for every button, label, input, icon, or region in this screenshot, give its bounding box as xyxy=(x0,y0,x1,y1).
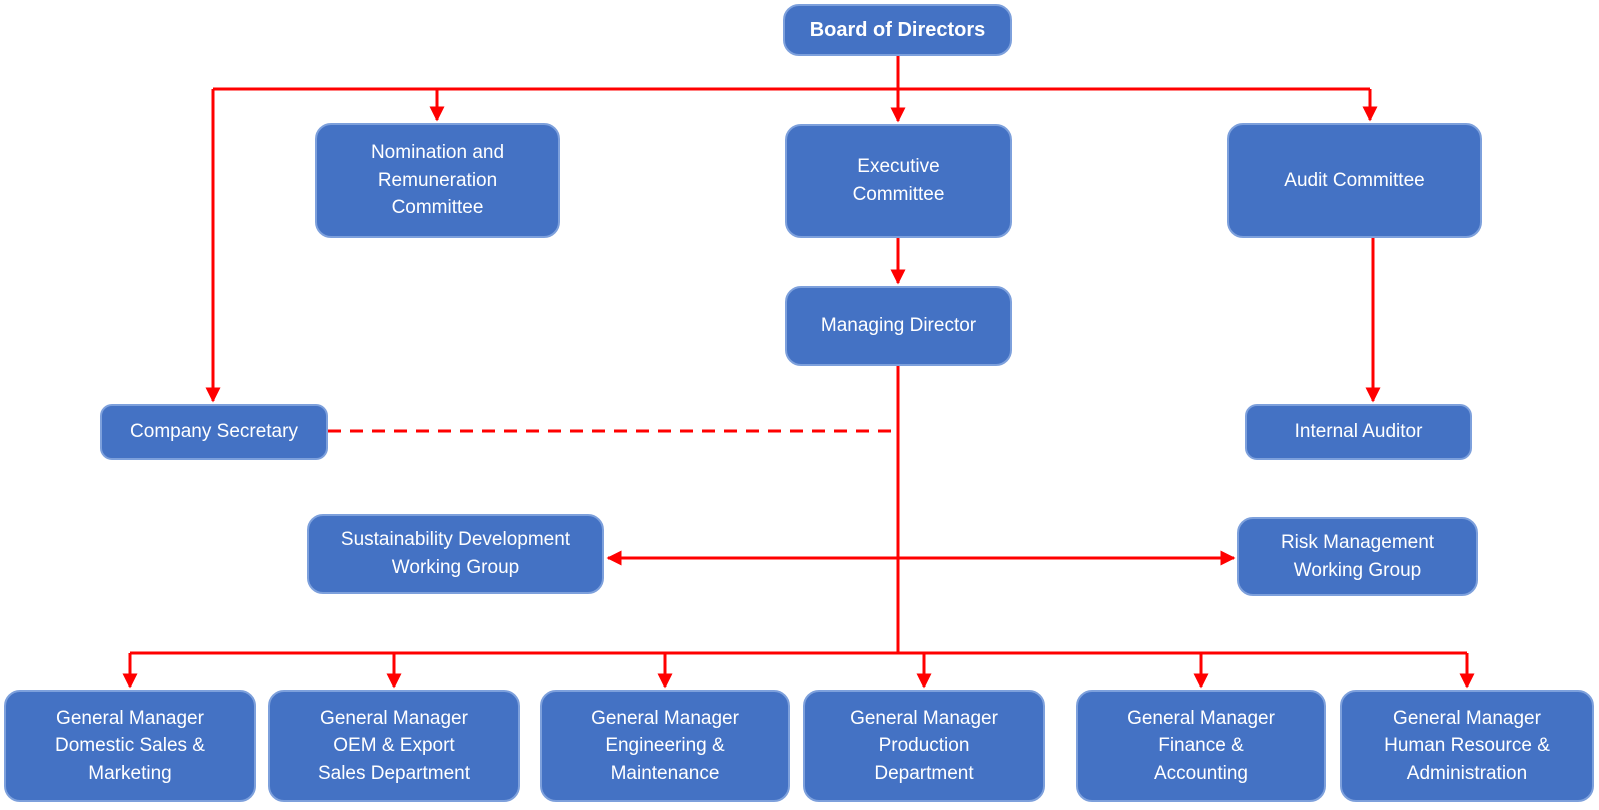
node-gm-human-resource-administration: General Manager Human Resource & Adminis… xyxy=(1340,690,1594,802)
node-gm-production-department: General Manager Production Department xyxy=(803,690,1045,802)
node-board-of-directors: Board of Directors xyxy=(783,4,1012,56)
node-company-secretary: Company Secretary xyxy=(100,404,328,460)
node-gm-oem-export-sales: General Manager OEM & Export Sales Depar… xyxy=(268,690,520,802)
node-nomination-remuneration-committee: Nomination and Remuneration Committee xyxy=(315,123,560,238)
node-audit-committee: Audit Committee xyxy=(1227,123,1482,238)
node-managing-director: Managing Director xyxy=(785,286,1012,366)
node-risk-management-working-group: Risk Management Working Group xyxy=(1237,517,1478,596)
node-gm-domestic-sales-marketing: General Manager Domestic Sales & Marketi… xyxy=(4,690,256,802)
node-gm-engineering-maintenance: General Manager Engineering & Maintenanc… xyxy=(540,690,790,802)
node-executive-committee: Executive Committee xyxy=(785,124,1012,238)
node-internal-auditor: Internal Auditor xyxy=(1245,404,1472,460)
node-sustainability-working-group: Sustainability Development Working Group xyxy=(307,514,604,594)
node-gm-finance-accounting: General Manager Finance & Accounting xyxy=(1076,690,1326,802)
